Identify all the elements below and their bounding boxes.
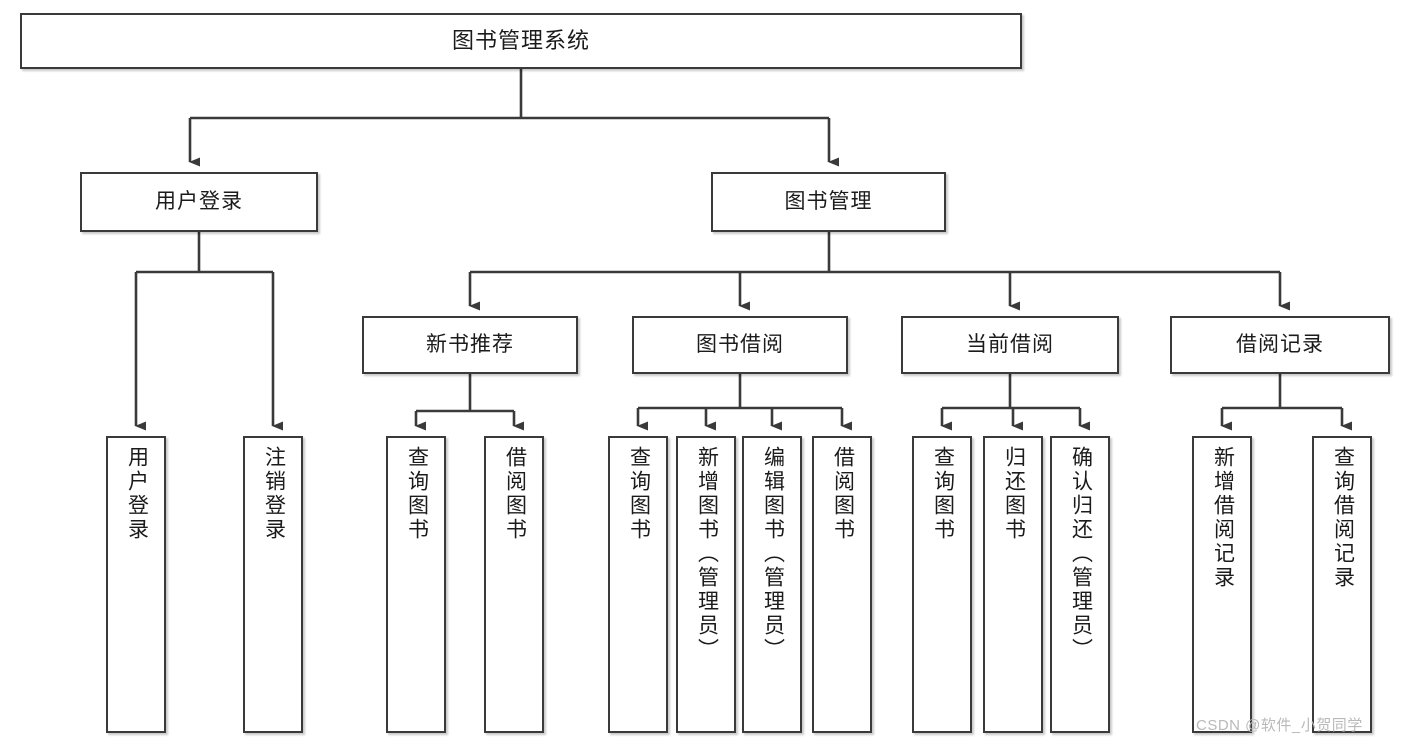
leaf-node-label: 新增借阅记录 (1211, 446, 1235, 590)
leaf-node-label: 确认归还（管理员） (1069, 446, 1093, 662)
node-new-book-recommend[interactable]: 新书推荐 (362, 316, 578, 374)
leaf-node-label: 用户登录 (125, 446, 149, 542)
leaf-node-label: 查询图书 (405, 446, 429, 542)
leaf-node[interactable]: 归还图书 (983, 436, 1043, 733)
leaf-node[interactable]: 用户登录 (106, 436, 166, 733)
node-borrow-record-label: 借阅记录 (1236, 332, 1324, 356)
leaf-node[interactable]: 新增图书（管理员） (676, 436, 736, 733)
node-book-management[interactable]: 图书管理 (711, 172, 946, 232)
node-current-borrow[interactable]: 当前借阅 (901, 316, 1119, 374)
node-current-borrow-label: 当前借阅 (966, 332, 1054, 356)
leaf-node[interactable]: 新增借阅记录 (1192, 436, 1252, 733)
leaf-node[interactable]: 编辑图书（管理员） (742, 436, 802, 733)
leaf-node-label: 归还图书 (1002, 446, 1026, 542)
leaf-node[interactable]: 注销登录 (243, 436, 303, 733)
node-root-label: 图书管理系统 (451, 27, 590, 53)
csdn-watermark: CSDN @软件_小贺同学 (1196, 717, 1363, 734)
leaf-node[interactable]: 查询图书 (912, 436, 972, 733)
leaf-node-label: 编辑图书（管理员） (761, 446, 785, 662)
leaf-node[interactable]: 借阅图书 (812, 436, 872, 733)
node-new-book-recommend-label: 新书推荐 (426, 332, 514, 356)
leaf-node-label: 查询图书 (627, 446, 651, 542)
leaf-node[interactable]: 借阅图书 (484, 436, 544, 733)
leaf-node[interactable]: 查询借阅记录 (1312, 436, 1372, 733)
leaf-node[interactable]: 查询图书 (386, 436, 446, 733)
node-book-management-label: 图书管理 (784, 189, 873, 213)
leaf-node-label: 查询借阅记录 (1331, 446, 1355, 590)
leaf-node-label: 注销登录 (262, 446, 286, 542)
node-root[interactable]: 图书管理系统 (20, 13, 1022, 69)
node-book-borrow-label: 图书借阅 (696, 332, 784, 356)
node-book-borrow[interactable]: 图书借阅 (632, 316, 848, 374)
leaf-node[interactable]: 查询图书 (608, 436, 668, 733)
node-user-login-label: 用户登录 (155, 189, 243, 213)
leaf-node-label: 新增图书（管理员） (695, 446, 719, 662)
leaf-node[interactable]: 确认归还（管理员） (1050, 436, 1110, 733)
node-borrow-record[interactable]: 借阅记录 (1170, 316, 1390, 374)
leaf-node-label: 借阅图书 (831, 446, 855, 542)
leaf-node-label: 借阅图书 (503, 446, 527, 542)
leaf-node-label: 查询图书 (931, 446, 955, 542)
node-user-login[interactable]: 用户登录 (80, 172, 318, 232)
